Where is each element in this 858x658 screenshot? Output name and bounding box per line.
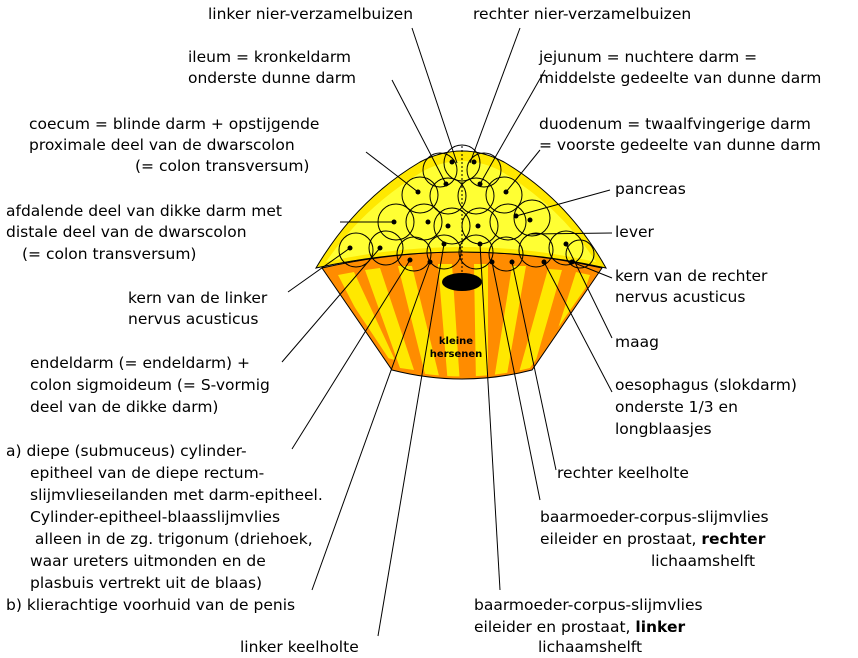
label-lever: lever [615, 222, 654, 243]
label-afdalende-3: (= colon transversum) [22, 244, 196, 265]
center-label-line-1: kleine [439, 336, 473, 347]
label-baar-links-2: eileider en prostaat, linker [474, 617, 685, 638]
label-kern-rechter-1: kern van de rechter [615, 266, 767, 287]
label-oesophagus-3: longblaasjes [615, 419, 712, 440]
label-rechter-keelholte: rechter keelholte [557, 463, 689, 484]
label-baar-links-3: lichaamshelft [538, 637, 642, 658]
label-rechter-nier: rechter nier-verzamelbuizen [473, 4, 691, 25]
label-duodenum-1: duodenum = twaalfvingerige darm [539, 114, 811, 135]
label-maag: maag [615, 332, 659, 353]
label-jejunum-1: jejunum = nuchtere darm = [539, 47, 757, 68]
label-a-3: slijmvlieseilanden met darm-epitheel. [30, 485, 323, 506]
label-endeldarm-3: deel van de dikke darm) [30, 397, 218, 418]
label-baar-links-1: baarmoeder-corpus-slijmvlies [474, 595, 703, 616]
label-afdalende-1: afdalende deel van dikke darm met [6, 201, 282, 222]
label-kern-rechter-2: nervus acusticus [615, 287, 745, 308]
label-ileum-2: onderste dunne darm [188, 68, 356, 89]
label-kern-linker-1: kern van de linker [128, 288, 267, 309]
label-linker-nier: linker nier-verzamelbuizen [208, 4, 413, 25]
label-endeldarm-2: colon sigmoideum (= S-vormig [30, 375, 270, 396]
label-b-1: b) klierachtige voorhuid van de penis [6, 595, 295, 616]
label-coecum-1: coecum = blinde darm + opstijgende [29, 114, 319, 135]
label-duodenum-2: = voorste gedeelte van dunne darm [539, 135, 821, 156]
label-kern-linker-2: nervus acusticus [128, 309, 258, 330]
label-a-4: Cylinder-epitheel-blaasslijmvlies [30, 507, 280, 528]
label-a-7: plasbuis vertrekt uit de blaas) [30, 573, 262, 594]
label-a-1: a) diepe (submuceus) cylinder- [6, 441, 247, 462]
label-a-5: alleen in de zg. trigonum (driehoek, [30, 529, 313, 550]
label-a-6: waar ureters uitmonden en de [30, 551, 266, 572]
label-endeldarm-1: endeldarm (= endeldarm) + [30, 353, 250, 374]
label-linker-keelholte: linker keelholte [240, 637, 359, 658]
label-baar-rechts-1: baarmoeder-corpus-slijmvlies [540, 507, 769, 528]
label-ileum-1: ileum = kronkeldarm [188, 47, 351, 68]
central-dark-spot [442, 273, 482, 291]
label-afdalende-2: distale deel van de dwarscolon [6, 222, 247, 243]
label-baar-rechts-2: eileider en prostaat, rechter [540, 529, 765, 550]
label-baar-rechts-2a: eileider en prostaat, [540, 530, 701, 548]
label-baar-links-2b: linker [635, 618, 685, 636]
label-pancreas: pancreas [615, 179, 686, 200]
label-baar-rechts-3: lichaamshelft [651, 551, 755, 572]
label-baar-rechts-2b: rechter [701, 530, 765, 548]
label-oesophagus-2: onderste 1/3 en [615, 397, 738, 418]
label-baar-links-2a: eileider en prostaat, [474, 618, 635, 636]
label-jejunum-2: middelste gedeelte van dunne darm [539, 68, 821, 89]
label-oesophagus-1: oesophagus (slokdarm) [615, 375, 797, 396]
label-coecum-3: (= colon transversum) [135, 156, 309, 177]
label-a-2: epitheel van de diepe rectum- [30, 463, 264, 484]
center-label-line-2: hersenen [430, 349, 483, 360]
label-coecum-2: proximale deel van de dwarscolon [29, 135, 295, 156]
